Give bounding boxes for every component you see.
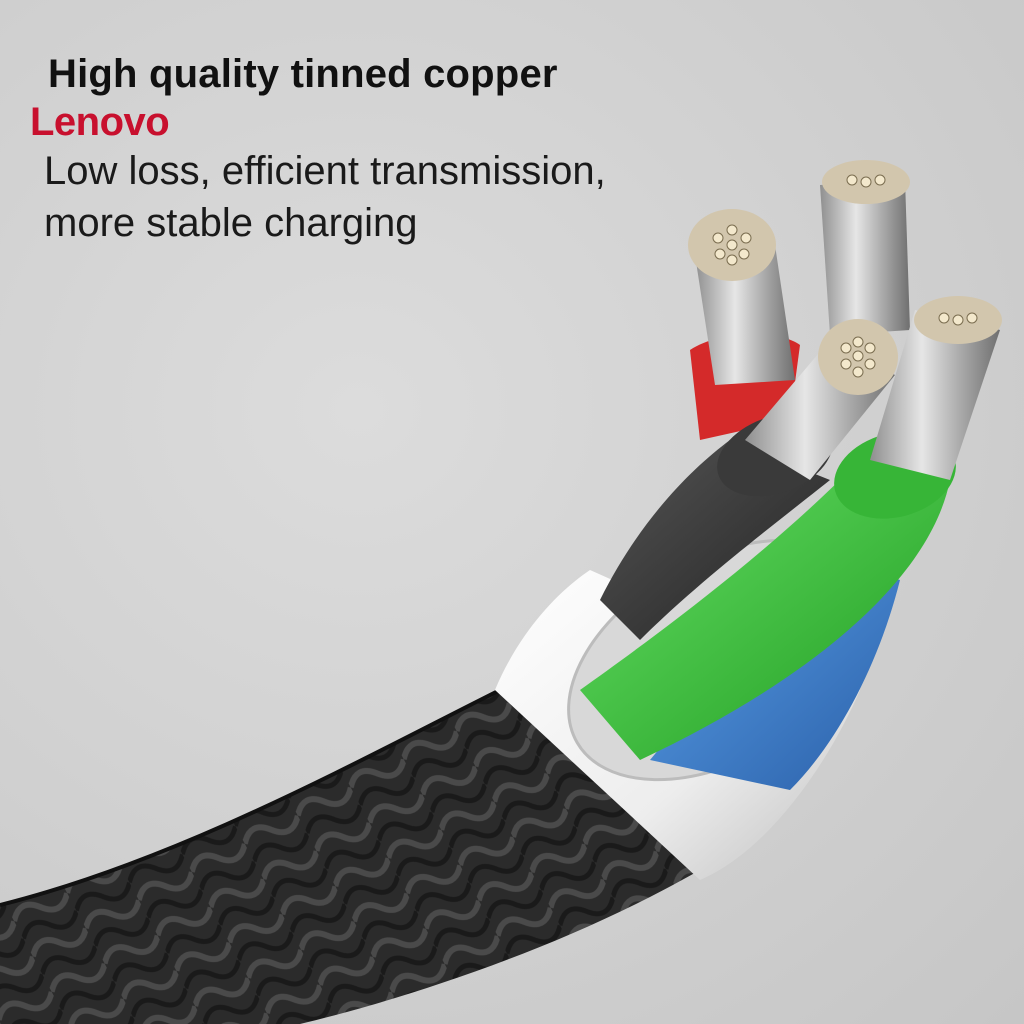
subline: Low loss, efficient transmission, more s… xyxy=(44,145,606,249)
headline: High quality tinned copper xyxy=(48,52,558,96)
braided-jacket xyxy=(0,690,700,1024)
brand-logo: Lenovo xyxy=(30,100,170,144)
subline-line-1: Low loss, efficient transmission, xyxy=(44,149,606,193)
subline-line-2: more stable charging xyxy=(44,201,418,245)
green-wire xyxy=(580,470,950,760)
